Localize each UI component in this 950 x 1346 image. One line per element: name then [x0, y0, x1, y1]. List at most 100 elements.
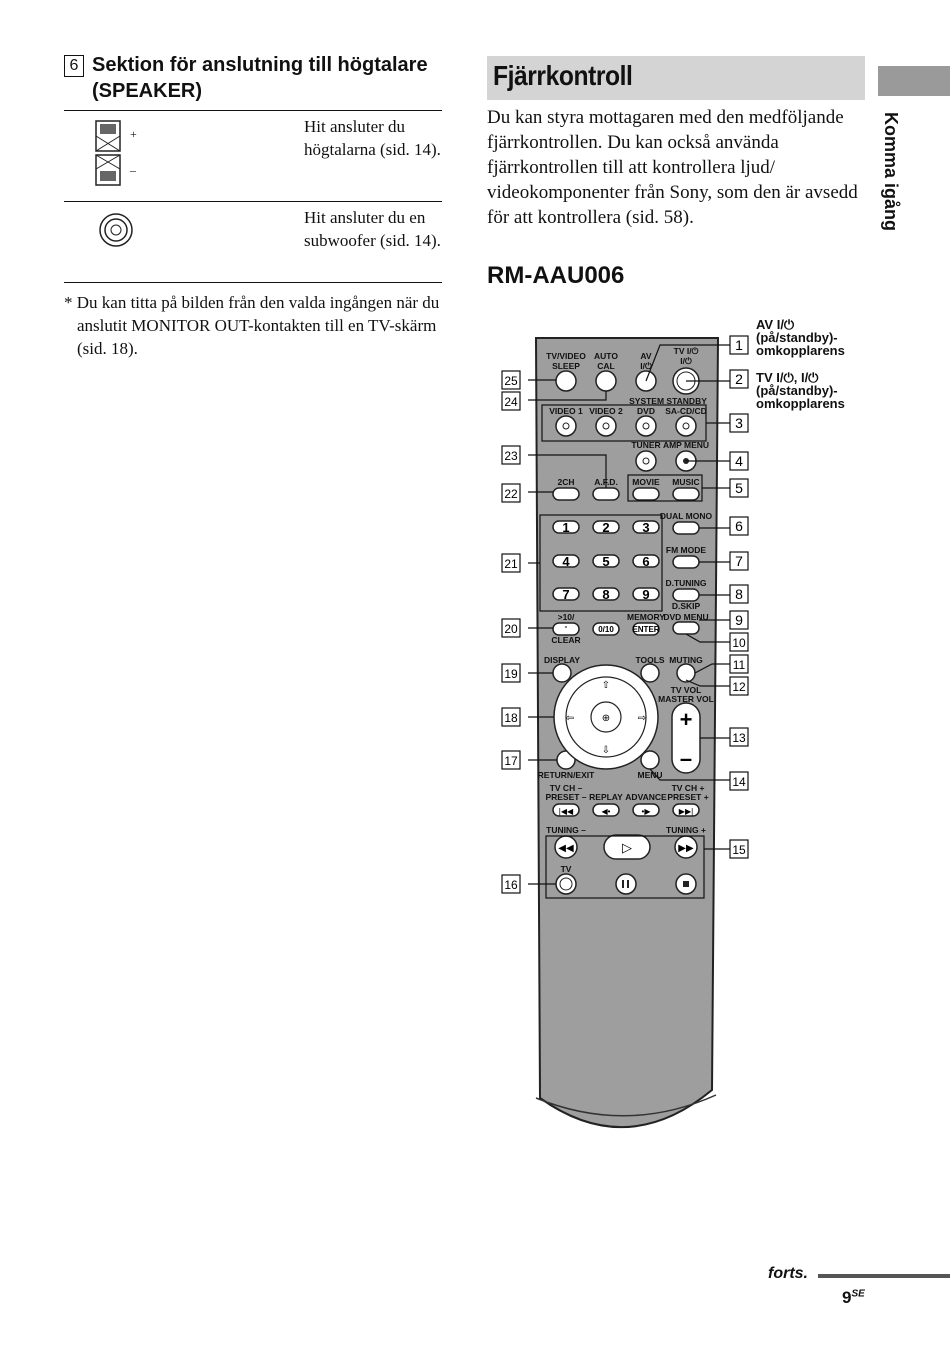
digit-label: 2 [602, 520, 609, 535]
footnote: * Du kan titta på bilden från den valda … [64, 291, 444, 360]
callout-box [501, 874, 521, 894]
lbl-tvch-plus: TV CH + [672, 783, 705, 793]
lbl-auto: AUTO [594, 351, 618, 361]
callout-box [729, 369, 749, 389]
subwoofer-jack-icon [99, 213, 133, 247]
callout-number: 10 [732, 636, 746, 650]
digit-label: 5 [602, 554, 609, 569]
speaker-section-header: 6 Sektion för anslutning till högtalare … [64, 52, 444, 104]
advance-button [632, 803, 660, 817]
callout-box [729, 451, 749, 471]
2ch-button [552, 487, 580, 501]
row-text: Hit ansluter du högtalarna (sid. 14). [304, 117, 441, 159]
callout-box [501, 553, 521, 573]
footnote-mark: * [64, 293, 73, 312]
callout-number: 8 [735, 586, 743, 602]
vol-plus-icon: + [680, 707, 693, 732]
continued-label: forts. [768, 1265, 808, 1282]
callout-box [729, 413, 749, 433]
callout-number: 6 [735, 518, 743, 534]
callout-line: omkopplarens [756, 396, 845, 411]
section-heading: Fjärrkontroll [493, 60, 633, 91]
table-row: Hit ansluter du en subwoofer (sid. 14). [64, 201, 442, 282]
lbl-return-exit: RETURN/EXIT [538, 770, 595, 780]
callout-number: 16 [504, 878, 518, 892]
lbl-video1: VIDEO 1 [549, 406, 583, 416]
callout-number: 14 [732, 775, 746, 789]
next-button [672, 803, 700, 817]
section-title: Sektion för anslutning till högtalare (S… [92, 54, 428, 102]
lbl-preset-plus: PRESET + [667, 792, 708, 802]
lbl-sleep: SLEEP [552, 361, 580, 371]
lbl-cal: CAL [597, 361, 614, 371]
lbl-muting: MUTING [669, 655, 703, 665]
callout-number: 18 [504, 711, 518, 725]
sleep-button [555, 370, 577, 392]
section-number-box: 6 [64, 55, 84, 77]
chapter-tab-marker [878, 66, 950, 96]
callout-box [501, 391, 521, 411]
digit-label: 8 [602, 587, 609, 602]
chapter-tab: Komma igång [880, 112, 910, 252]
digit-label: 3 [642, 520, 649, 535]
lbl-tvch-minus: TV CH – [550, 783, 583, 793]
lbl-display: DISPLAY [544, 655, 580, 665]
lbl-dvd-menu: DVD MENU [663, 612, 708, 622]
replay-button [592, 803, 620, 817]
callout-number: 12 [732, 680, 746, 694]
callout-number: 24 [504, 395, 518, 409]
digit-button [632, 520, 660, 534]
callout-box [729, 551, 749, 571]
speaker-table: + – Hit ansluter du högtalarna (sid. 14)… [64, 110, 442, 284]
footnote-text: Du kan titta på bilden från den valda in… [76, 293, 440, 358]
callout-number: 9 [735, 612, 743, 628]
lbl-tv: TV [561, 864, 572, 874]
digit-label: 4 [562, 554, 570, 569]
callout-line: (på/standby)- [756, 330, 838, 345]
callout-box [501, 707, 521, 727]
muting-button [676, 663, 696, 683]
lbl-memory: MEMORY [627, 612, 665, 622]
ff-icon: ▶▶ [678, 843, 694, 854]
callout-number: 3 [735, 415, 743, 431]
minus-sign: – [130, 163, 136, 177]
callout-box [729, 727, 749, 747]
callout-number: 20 [504, 622, 518, 636]
lbl-tvvideo: TV/VIDEO [546, 351, 586, 361]
dtuning-button [672, 588, 700, 602]
ten-button [552, 622, 580, 636]
advance-icon: •▶ [642, 807, 652, 816]
callout-box [729, 632, 749, 652]
digit-button [632, 554, 660, 568]
play-button [603, 834, 651, 860]
lbl-master-vol: MASTER VOL [658, 694, 714, 704]
lbl-replay: REPLAY [589, 792, 623, 802]
movie-button [632, 487, 660, 501]
lbl-av: AV [640, 351, 652, 361]
callout-number: 21 [504, 557, 518, 571]
callout-box [501, 663, 521, 683]
callout-box [729, 335, 749, 355]
chapter-tab-label: Komma igång [881, 112, 901, 232]
fm-mode-button [672, 555, 700, 569]
tools-button [640, 663, 660, 683]
lbl-system-standby: SYSTEM STANDBY [629, 396, 707, 406]
lbl-sacd: SA-CD/CD [665, 406, 707, 416]
callout-box [501, 750, 521, 770]
lbl-tv1: TV I/⏻ [674, 346, 700, 356]
music-button [672, 487, 700, 501]
lbl-amp-menu: AMP MENU [663, 440, 709, 450]
callout-number: 25 [504, 374, 518, 388]
callout-line: (på/standby)- [756, 383, 838, 398]
callout-line: TV I/⏻, I/⏻ [756, 370, 819, 385]
lbl-av2: I/⏻ [640, 361, 653, 371]
video2-button [595, 415, 617, 437]
vol-minus-icon: – [680, 746, 692, 771]
digit-button [592, 554, 620, 568]
callout-box [501, 370, 521, 390]
digit-label: 9 [642, 587, 649, 602]
next-icon: ▶▶| [679, 807, 693, 816]
callout-number: 15 [732, 843, 746, 857]
dvd-menu-button [672, 621, 700, 635]
callout-number: 23 [504, 449, 518, 463]
